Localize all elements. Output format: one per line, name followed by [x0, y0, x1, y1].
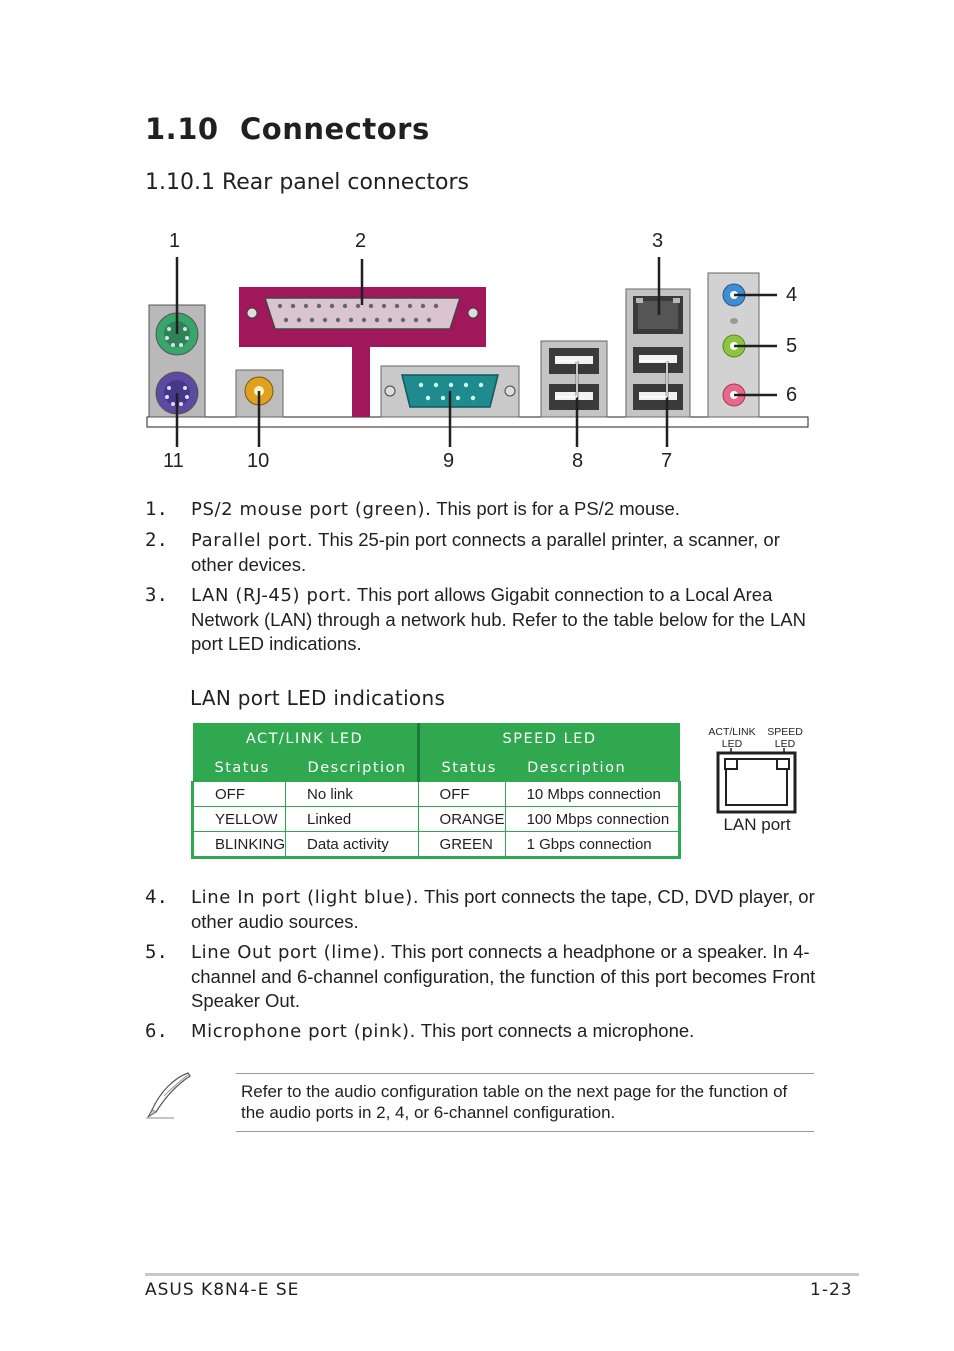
- footer-rule: [145, 1273, 859, 1276]
- table-row: BLINKING Data activity GREEN 1 Gbps conn…: [190, 831, 682, 859]
- callout-9: 9: [443, 450, 455, 472]
- usb-ports-icon: [540, 340, 608, 418]
- speed-led-label: SPEED LED: [767, 726, 803, 750]
- list-item: 3. LAN (RJ-45) port. This port allows Gi…: [145, 584, 806, 654]
- callout-3: 3: [652, 230, 664, 252]
- callout-7: 7: [661, 450, 673, 472]
- callout-6: 6: [786, 384, 798, 406]
- col-header: Description: [505, 755, 680, 782]
- callout-11: 11: [163, 450, 184, 472]
- list-item: 4. Line In port (light blue). This port …: [145, 886, 815, 932]
- list-item: 1. PS/2 mouse port (green). This port is…: [145, 498, 680, 520]
- list-item: 6. Microphone port (pink). This port con…: [145, 1020, 695, 1042]
- note-bottom-rule: [236, 1131, 814, 1132]
- note-pen-icon: [146, 1072, 191, 1119]
- act-link-led-label: ACT/LINK LED: [708, 726, 756, 750]
- subsection-heading: 1.10.1 Rear panel connectors: [145, 170, 470, 195]
- list-item: 2. Parallel port. This 25-pin port conne…: [145, 529, 780, 575]
- rear-panel-diagram: [146, 257, 809, 447]
- table-row: OFF No link OFF 10 Mbps connection: [190, 781, 682, 807]
- led-section-title: LAN port LED indications: [190, 686, 446, 710]
- section-number: 1.10: [145, 112, 219, 146]
- lan-port-caption: LAN port: [723, 815, 791, 834]
- table-row: YELLOW Linked ORANGE 100 Mbps connection: [190, 806, 682, 832]
- note-text: Refer to the audio configuration table o…: [241, 1082, 788, 1122]
- callout-8: 8: [572, 450, 584, 472]
- lan-port-icon: [716, 748, 797, 814]
- lan-usb-stack-icon: [625, 288, 691, 418]
- col-header: Description: [285, 755, 419, 782]
- list-item: 5. Line Out port (lime). This port conne…: [145, 941, 816, 1011]
- col-header: Status: [416, 755, 506, 782]
- lan-led-table: ACT/LINK LED SPEED LED Status Descriptio…: [190, 723, 682, 859]
- callout-1: 1: [169, 230, 181, 252]
- section-heading: 1.10 Connectors: [145, 112, 430, 146]
- panel-base: [146, 416, 809, 428]
- section-title: Connectors: [240, 112, 430, 146]
- group-header-speed: SPEED LED: [416, 723, 680, 755]
- callout-10: 10: [247, 450, 270, 472]
- callout-2: 2: [355, 230, 367, 252]
- callout-5: 5: [786, 335, 798, 357]
- group-header-act: ACT/LINK LED: [192, 723, 419, 755]
- note-top-rule: [236, 1073, 814, 1074]
- col-header: Status: [192, 755, 286, 782]
- leader-lines: [175, 257, 777, 447]
- footer-product: ASUS K8N4-E SE: [145, 1280, 300, 1300]
- footer-page-number: 1-23: [810, 1280, 853, 1300]
- callout-4: 4: [786, 284, 798, 306]
